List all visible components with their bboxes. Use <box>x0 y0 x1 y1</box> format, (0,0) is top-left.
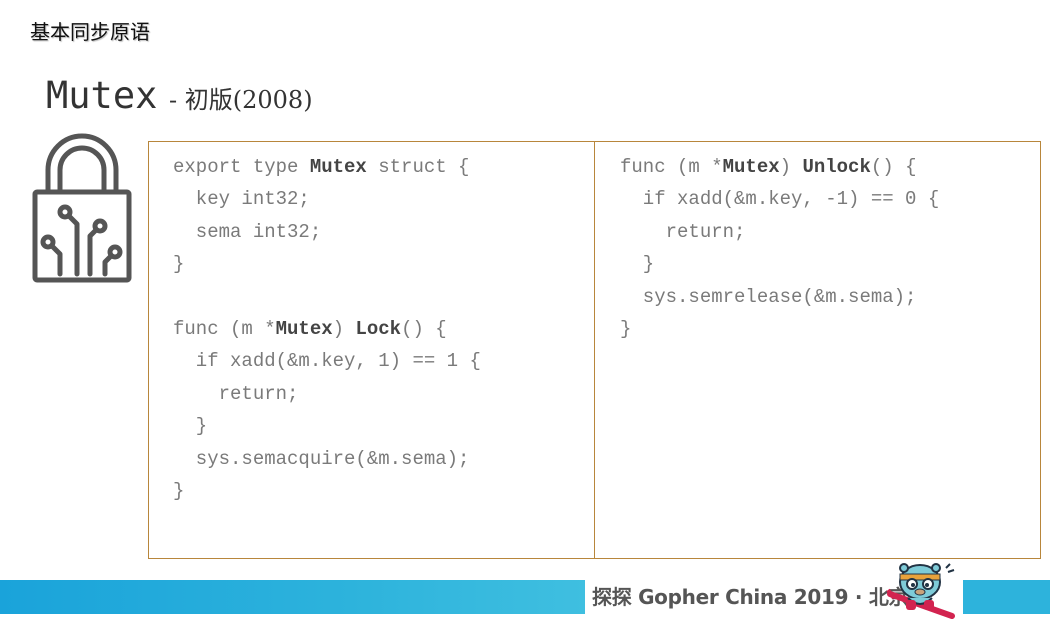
slide-title: Mutex - 初版(2008) <box>46 74 313 117</box>
code-text: } <box>173 253 185 276</box>
code-line: } <box>620 248 939 280</box>
code-line: func (m *Mutex) Lock() { <box>173 313 481 345</box>
code-line: return; <box>173 378 481 410</box>
code-text: export type <box>173 156 310 178</box>
code-line: if xadd(&m.key, 1) == 1 { <box>173 345 481 377</box>
code-text: return; <box>620 220 746 243</box>
footer-band-right <box>963 580 1050 614</box>
footer-event-text: 探探 Gopher China 2019 · 北京 <box>592 585 909 609</box>
code-line: key int32; <box>173 183 481 215</box>
code-text: func (m * <box>173 317 276 340</box>
code-text: if xadd(&m.key, 1) == 1 { <box>173 350 481 373</box>
slide-title-sub: - 初版(2008) <box>161 86 313 114</box>
code-line <box>173 281 481 313</box>
code-text: ) <box>779 156 803 178</box>
code-line: func (m *Mutex) Unlock() { <box>620 151 939 183</box>
code-text: key int32; <box>173 188 310 211</box>
code-line: } <box>173 248 481 280</box>
code-line: } <box>173 475 481 507</box>
code-identifier: Mutex <box>722 156 780 178</box>
slide-title-main: Mutex <box>46 74 158 117</box>
padlock-circuit-icon <box>30 124 134 284</box>
code-text: } <box>620 253 655 276</box>
code-identifier: Lock <box>355 317 402 340</box>
code-text: } <box>173 415 208 438</box>
code-text: func (m * <box>620 156 723 178</box>
code-line: } <box>620 313 939 345</box>
gopher-mascot-icon <box>886 560 958 620</box>
code-line: if xadd(&m.key, -1) == 0 { <box>620 183 939 215</box>
code-text: ) <box>332 317 356 340</box>
code-text: } <box>173 479 185 502</box>
code-identifier: Mutex <box>309 156 367 178</box>
code-text: () { <box>870 156 917 178</box>
code-line: export type Mutex struct { <box>173 151 481 183</box>
code-line: return; <box>620 216 939 248</box>
code-text: sys.semacquire(&m.sema); <box>173 447 470 470</box>
footer-band-left <box>0 580 585 614</box>
code-line: sys.semrelease(&m.sema); <box>620 281 939 313</box>
code-line: sys.semacquire(&m.sema); <box>173 443 481 475</box>
code-block-unlock: func (m *Mutex) Unlock() { if xadd(&m.ke… <box>620 151 939 345</box>
code-block-lock: export type Mutex struct { key int32; se… <box>173 151 481 507</box>
code-identifier: Mutex <box>275 317 333 340</box>
code-panel-divider <box>594 141 595 559</box>
code-text: sys.semrelease(&m.sema); <box>620 285 917 308</box>
code-line: sema int32; <box>173 216 481 248</box>
code-line: } <box>173 410 481 442</box>
code-text: return; <box>173 382 299 405</box>
code-text: struct { <box>366 156 470 178</box>
code-identifier: Unlock <box>802 156 871 178</box>
code-text: } <box>620 317 632 340</box>
code-text: () { <box>401 317 447 340</box>
code-text: if xadd(&m.key, -1) == 0 { <box>620 188 940 211</box>
code-text: sema int32; <box>173 220 322 243</box>
section-title: 基本同步原语 <box>30 20 150 44</box>
